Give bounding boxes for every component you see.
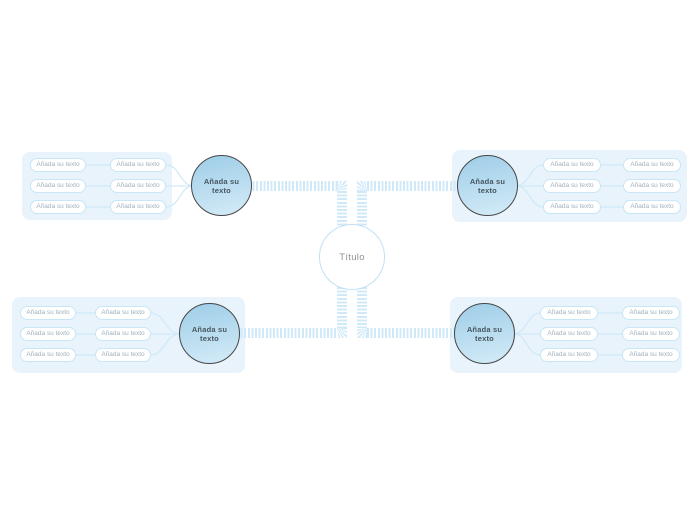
subtopic-node[interactable]: Añada su texto	[110, 158, 166, 172]
connector-band-bottom-right-vertical	[357, 287, 367, 328]
subtopic-node[interactable]: Añada su texto	[110, 179, 166, 193]
connector-line	[165, 164, 194, 187]
subtopic-node[interactable]: Añada su texto	[622, 306, 680, 320]
subtopic-node[interactable]: Añada su texto	[540, 348, 598, 362]
main-topic-node-bottom-left[interactable]: Añada su texto	[179, 303, 240, 364]
subtopic-node[interactable]: Añada su texto	[540, 327, 598, 341]
connector-line	[150, 333, 181, 356]
connector-band-bottom-left-horizontal	[237, 328, 337, 338]
connector-band-top-left-horizontal	[249, 181, 337, 191]
connector-band-top-left-vertical	[337, 191, 347, 226]
subtopic-node[interactable]: Añada su texto	[622, 327, 680, 341]
connector-band-top-right-horizontal	[367, 181, 458, 191]
main-topic-node-top-right[interactable]: Añada su texto	[457, 155, 518, 216]
subtopic-node[interactable]: Añada su texto	[20, 327, 76, 341]
subtopic-node[interactable]: Añada su texto	[95, 327, 151, 341]
subtopic-node[interactable]: Añada su texto	[540, 306, 598, 320]
subtopic-node[interactable]: Añada su texto	[623, 200, 681, 214]
connector-corner-top-left	[337, 181, 347, 191]
connector-line	[150, 312, 181, 335]
subtopic-node[interactable]: Añada su texto	[623, 158, 681, 172]
connector-line	[513, 312, 541, 335]
main-topic-node-top-left[interactable]: Añada su texto	[191, 155, 252, 216]
subtopic-node[interactable]: Añada su texto	[543, 200, 601, 214]
connector-corner-top-right	[357, 181, 367, 191]
connector-line	[515, 185, 544, 208]
connector-corner-bottom-right	[357, 328, 367, 338]
subtopic-node[interactable]: Añada su texto	[20, 348, 76, 362]
subtopic-node[interactable]: Añada su texto	[110, 200, 166, 214]
subtopic-node[interactable]: Añada su texto	[20, 306, 76, 320]
subtopic-node[interactable]: Añada su texto	[543, 158, 601, 172]
subtopic-node[interactable]: Añada su texto	[95, 306, 151, 320]
connector-line	[515, 164, 544, 187]
subtopic-node[interactable]: Añada su texto	[622, 348, 680, 362]
connector-line	[513, 333, 541, 356]
subtopic-node[interactable]: Añada su texto	[30, 158, 86, 172]
main-topic-node-bottom-right[interactable]: Añada su texto	[454, 303, 515, 364]
subtopic-node[interactable]: Añada su texto	[543, 179, 601, 193]
connector-band-bottom-left-vertical	[337, 287, 347, 328]
subtopic-node[interactable]: Añada su texto	[30, 200, 86, 214]
subtopic-node[interactable]: Añada su texto	[30, 179, 86, 193]
central-topic-node[interactable]: Título	[319, 224, 385, 290]
connector-band-bottom-right-horizontal	[367, 328, 455, 338]
subtopic-node[interactable]: Añada su texto	[623, 179, 681, 193]
connector-corner-bottom-left	[337, 328, 347, 338]
connector-band-top-right-vertical	[357, 191, 367, 226]
connector-line	[165, 185, 194, 208]
subtopic-node[interactable]: Añada su texto	[95, 348, 151, 362]
